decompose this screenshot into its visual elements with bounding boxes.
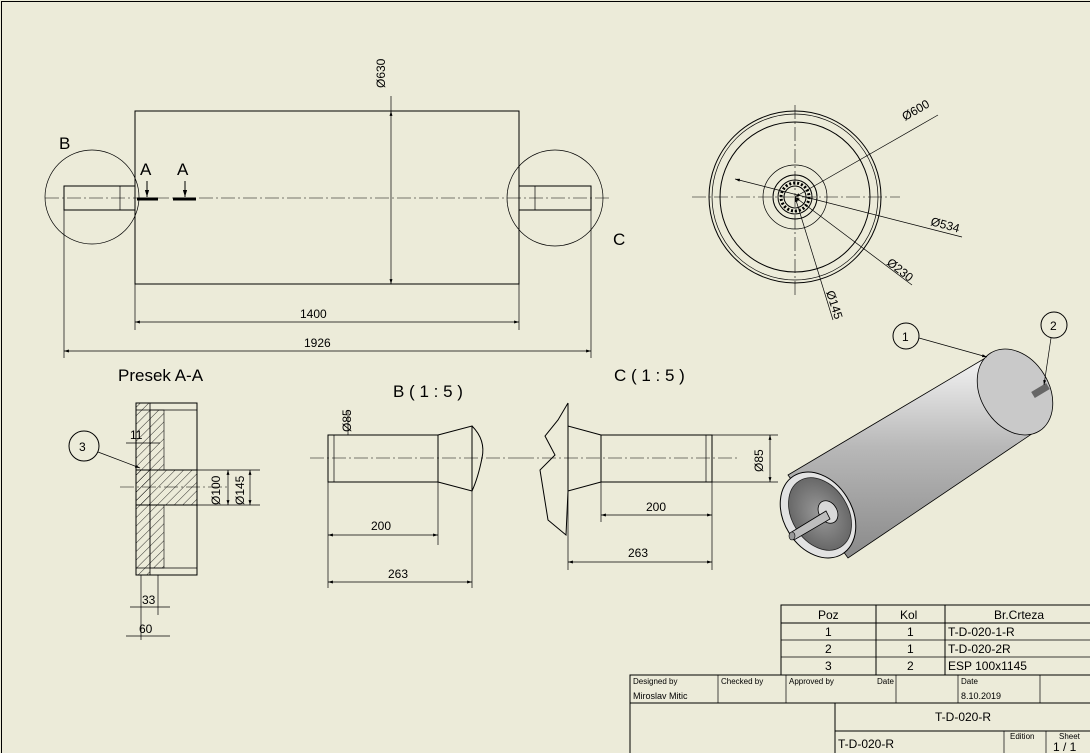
parts-row-1-kol: 1 <box>907 625 914 639</box>
parts-row-2-drawing: T-D-020-2R <box>948 642 1011 656</box>
dim-b-length-263: 263 <box>388 567 408 581</box>
parts-list-table: Poz Kol Br.Crteza 1 1 T-D-020-1-R 2 1 T-… <box>780 604 1090 676</box>
balloon-1 <box>892 322 920 350</box>
date-value: 8.10.2019 <box>961 691 1001 701</box>
parts-row-1-poz: 1 <box>825 625 832 639</box>
date-label: Date <box>961 677 978 686</box>
dim-diameter-630: Ø630 <box>374 58 388 88</box>
main-front-view: B C A A Ø630 1400 1926 <box>44 58 625 358</box>
parts-row-2-poz: 2 <box>825 642 832 656</box>
dim-length-1926: 1926 <box>304 336 331 350</box>
title-block: Designed by Miroslav Mitic Checked by Ap… <box>629 674 1090 753</box>
parts-header-poz: Poz <box>818 608 839 622</box>
balloon-2 <box>1040 311 1068 339</box>
balloon-3 <box>68 430 100 462</box>
section-a-a-view: Presek A-A Ø100 Ø145 11 3 33 60 <box>68 366 260 640</box>
drawing-number: T-D-020-R <box>838 737 894 751</box>
detail-b-title: B ( 1 : 5 ) <box>393 382 463 401</box>
detail-b-label: B <box>59 134 70 153</box>
balloon-2-label: 2 <box>1050 319 1057 333</box>
section-a-label: A <box>140 160 152 179</box>
edition-label: Edition <box>1010 732 1034 741</box>
detail-c-circle <box>506 149 604 247</box>
designed-by-value: Miroslav Mitic <box>633 691 688 701</box>
isometric-view: 1 2 <box>779 311 1068 559</box>
designed-by-label: Designed by <box>633 677 677 686</box>
dim-diameter-230: Ø230 <box>884 255 916 284</box>
parts-header-drawing: Br.Crteza <box>994 608 1044 622</box>
detail-c-title: C ( 1 : 5 ) <box>614 366 685 385</box>
section-title: Presek A-A <box>118 366 204 385</box>
detail-b-circle <box>44 149 140 245</box>
detail-c-view: C ( 1 : 5 ) Ø85 200 263 <box>520 366 778 570</box>
date-label-approved: Date <box>877 677 894 686</box>
balloon-3-label: 3 <box>79 440 86 454</box>
parts-row-3-poz: 3 <box>825 659 832 673</box>
parts-row-3-kol: 2 <box>907 659 914 673</box>
sheet-label: Sheet <box>1059 732 1081 741</box>
dim-c-diameter-85: Ø85 <box>752 449 766 472</box>
dim-c-length-263: 263 <box>628 546 648 560</box>
parts-row-1-drawing: T-D-020-1-R <box>948 625 1015 639</box>
section-a-label-2: A <box>177 160 189 179</box>
parts-row-2-kol: 1 <box>907 642 914 656</box>
dim-length-1400: 1400 <box>300 307 327 321</box>
dim-11: 11 <box>130 428 143 442</box>
balloon-1-label: 1 <box>902 330 909 344</box>
parts-header-kol: Kol <box>900 608 917 622</box>
dim-diameter-145-section: Ø145 <box>233 475 247 505</box>
parts-row-3-drawing: ESP 100x1145 <box>948 659 1027 673</box>
outer-circle-600 <box>708 110 882 284</box>
dim-diameter-100: Ø100 <box>209 475 223 505</box>
inner-circle-534 <box>719 121 871 273</box>
sheet-value: 1 / 1 <box>1053 740 1077 753</box>
dim-c-length-200: 200 <box>646 500 666 514</box>
dim-b-length-200: 200 <box>371 519 391 533</box>
dim-60: 60 <box>139 622 153 636</box>
approved-by-label: Approved by <box>789 677 834 686</box>
detail-c-label: C <box>613 230 625 249</box>
dim-b-diameter-85: Ø85 <box>340 409 354 432</box>
side-view: Ø600 Ø534 Ø230 Ø145 <box>692 97 963 322</box>
dim-diameter-600: Ø600 <box>900 97 933 124</box>
dim-33: 33 <box>142 593 156 607</box>
drawing-title: T-D-020-R <box>935 710 991 724</box>
detail-b-view: B ( 1 : 5 ) Ø85 200 263 <box>310 382 520 588</box>
checked-by-label: Checked by <box>721 677 763 686</box>
dim-diameter-145: Ø145 <box>823 289 845 322</box>
